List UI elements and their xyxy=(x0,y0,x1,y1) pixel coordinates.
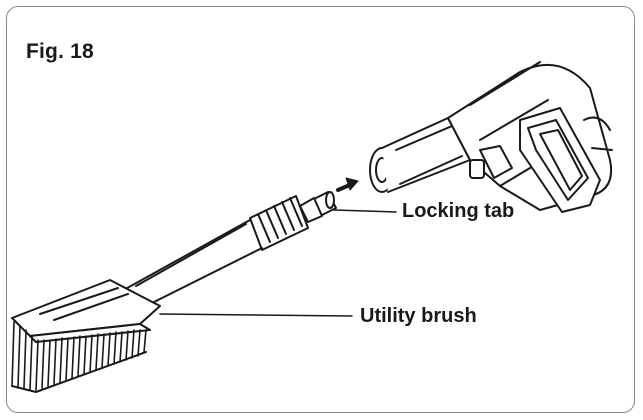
leader-line-utility-brush xyxy=(159,313,353,317)
wand xyxy=(119,191,337,305)
figure-title: Fig. 18 xyxy=(26,40,94,63)
utility-brush xyxy=(11,279,161,393)
spray-gun xyxy=(369,61,613,213)
leader-line-locking-tab xyxy=(333,209,397,213)
insertion-arrow-icon xyxy=(336,177,359,192)
label-locking-tab: Locking tab xyxy=(402,200,515,222)
label-utility-brush: Utility brush xyxy=(360,305,477,327)
